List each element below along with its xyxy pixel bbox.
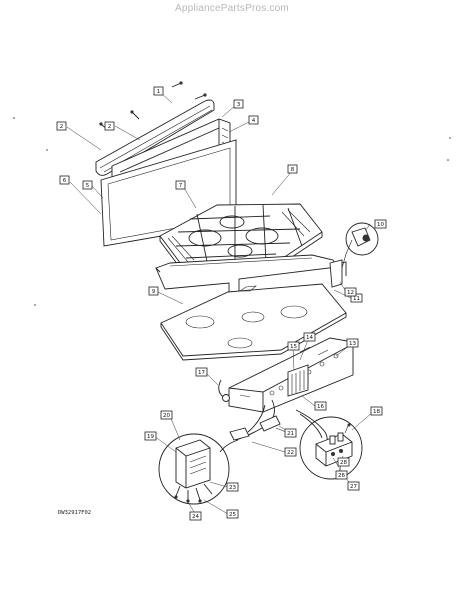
svg-text:13: 13 <box>349 341 356 347</box>
burner-box <box>228 337 354 413</box>
svg-text:4: 4 <box>252 118 256 124</box>
detail-igniter-switch <box>341 222 379 269</box>
callout-13: 13 <box>346 338 359 348</box>
svg-text:7: 7 <box>179 183 183 189</box>
backguard-trim <box>95 99 215 176</box>
callout-labels: 1 2 3 2 4 5 6 7 8 9 10 11 12 13 14 15 16… <box>56 86 387 521</box>
callout-26: 26 <box>335 470 348 480</box>
callout-2b: 2 <box>104 121 115 131</box>
svg-text:2: 2 <box>60 124 64 130</box>
callout-12: 12 <box>344 287 357 297</box>
callout-20: 20 <box>160 410 173 420</box>
leader-lines <box>66 91 374 516</box>
callout-17: 17 <box>195 367 208 377</box>
svg-text:19: 19 <box>147 434 154 440</box>
callout-4: 4 <box>248 115 259 125</box>
callout-24: 24 <box>189 511 202 521</box>
svg-text:25: 25 <box>229 512 236 518</box>
svg-text:24: 24 <box>192 514 199 520</box>
callout-21: 21 <box>284 428 297 438</box>
callout-1: 1 <box>153 86 164 96</box>
svg-text:23: 23 <box>229 485 236 491</box>
callout-28: 28 <box>337 457 350 467</box>
callout-8: 8 <box>287 164 298 174</box>
svg-text:2: 2 <box>108 124 112 130</box>
wire-harness <box>218 379 328 453</box>
callout-7: 7 <box>175 180 186 190</box>
callout-15: 15 <box>287 341 300 351</box>
svg-text:21: 21 <box>287 431 294 437</box>
svg-text:3: 3 <box>237 102 241 108</box>
svg-text:11: 11 <box>353 296 360 302</box>
callout-2: 2 <box>56 121 67 131</box>
callout-19: 19 <box>144 431 157 441</box>
diagram-code: DW32917F02 <box>58 510 92 516</box>
svg-text:8: 8 <box>291 167 295 173</box>
callout-9: 9 <box>148 286 159 296</box>
svg-text:28: 28 <box>340 460 347 466</box>
svg-text:15: 15 <box>290 344 297 350</box>
scan-specks <box>13 117 451 306</box>
svg-text:1: 1 <box>157 89 161 95</box>
svg-text:6: 6 <box>63 178 67 184</box>
svg-text:18: 18 <box>373 409 380 415</box>
detail-terminal-block <box>299 416 363 480</box>
svg-text:20: 20 <box>163 413 170 419</box>
side-bracket <box>329 259 347 288</box>
svg-text:22: 22 <box>287 450 294 456</box>
callout-16: 16 <box>314 401 327 411</box>
burner-grates <box>159 203 323 274</box>
svg-text:27: 27 <box>350 484 357 490</box>
callout-22: 22 <box>284 447 297 457</box>
callout-10: 10 <box>374 219 387 229</box>
svg-text:12: 12 <box>347 290 354 296</box>
cooktop-trim-frame <box>155 254 338 333</box>
callout-25: 25 <box>226 509 239 519</box>
callout-27: 27 <box>347 481 360 491</box>
callout-11: 11 <box>350 293 363 303</box>
svg-text:17: 17 <box>198 370 205 376</box>
callout-18: 18 <box>370 406 383 416</box>
callout-6: 6 <box>59 175 70 185</box>
callout-23: 23 <box>226 482 239 492</box>
callout-14: 14 <box>303 332 316 342</box>
callout-5: 5 <box>82 180 93 190</box>
detail-spark-module <box>158 433 230 505</box>
watermark: AppliancePartsPros.com <box>175 3 289 14</box>
svg-text:5: 5 <box>86 183 90 189</box>
cooktop <box>160 283 347 361</box>
svg-text:14: 14 <box>306 335 313 341</box>
svg-text:10: 10 <box>377 222 384 228</box>
callout-3: 3 <box>233 99 244 109</box>
svg-text:9: 9 <box>152 289 156 295</box>
svg-text:16: 16 <box>317 404 324 410</box>
svg-text:26: 26 <box>338 473 345 479</box>
